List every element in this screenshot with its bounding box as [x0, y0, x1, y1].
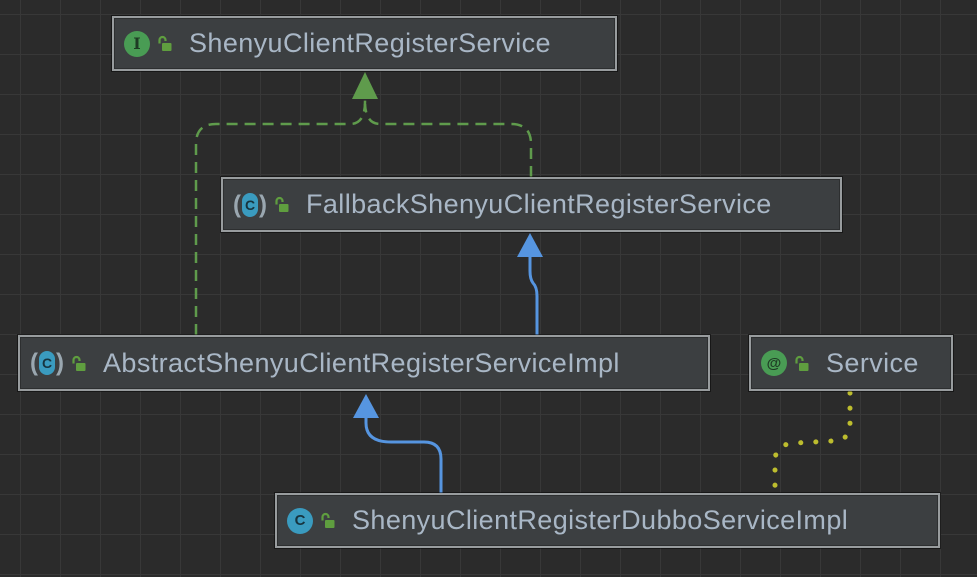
node-label: FallbackShenyuClientRegisterService	[306, 189, 772, 219]
edge-inheritance-abstractimpl-to-fallback[interactable]	[517, 233, 543, 335]
abstract-class-icon-pill: C	[39, 351, 55, 375]
abstract-class-icon-letter: C	[244, 196, 256, 213]
node-label: ShenyuClientRegisterDubboServiceImpl	[352, 505, 849, 535]
node-shenyu-client-register-service[interactable]: I ShenyuClientRegisterService	[112, 16, 617, 71]
node-service-annotation[interactable]: @ Service	[749, 335, 953, 391]
abstract-class-icon: C	[30, 350, 64, 376]
annotation-icon: @	[761, 350, 787, 376]
node-label: Service	[826, 347, 919, 378]
inheritance-arrowhead	[517, 233, 543, 257]
unlocked-icon	[158, 35, 172, 51]
unlocked-icon	[321, 512, 335, 528]
abstract-class-icon-letter: C	[41, 355, 53, 371]
abstract-class-icon: C	[233, 192, 267, 218]
edge-annotation-dubboimpl-to-service[interactable]	[772, 390, 853, 493]
node-fallback-shenyu-client-register-service[interactable]: C FallbackShenyuClientRegisterService	[221, 177, 842, 232]
unlocked-icon	[795, 355, 809, 371]
unlocked-icon	[72, 355, 86, 371]
annotation-icon-letter: @	[766, 354, 782, 372]
unlocked-icon	[275, 196, 289, 212]
node-shenyu-client-register-dubbo-service-impl[interactable]: C ShenyuClientRegisterDubboServiceImpl	[275, 493, 940, 548]
edge-realization-fallback-to-interface[interactable]	[352, 72, 533, 177]
node-label: ShenyuClientRegisterService	[189, 28, 551, 58]
abstract-class-icon-pill: C	[242, 192, 258, 217]
inheritance-arrowhead	[353, 394, 379, 418]
node-abstract-shenyu-client-register-service-impl[interactable]: C AbstractShenyuClientRegisterServiceImp…	[18, 335, 710, 391]
edge-inheritance-dubboimpl-to-abstractimpl[interactable]	[353, 394, 443, 493]
interface-icon-letter: I	[133, 33, 141, 53]
interface-icon: I	[124, 30, 150, 57]
class-icon: C	[287, 507, 313, 534]
node-label: AbstractShenyuClientRegisterServiceImpl	[103, 347, 620, 378]
class-icon-letter: C	[294, 512, 306, 529]
realization-arrowhead	[352, 72, 378, 99]
